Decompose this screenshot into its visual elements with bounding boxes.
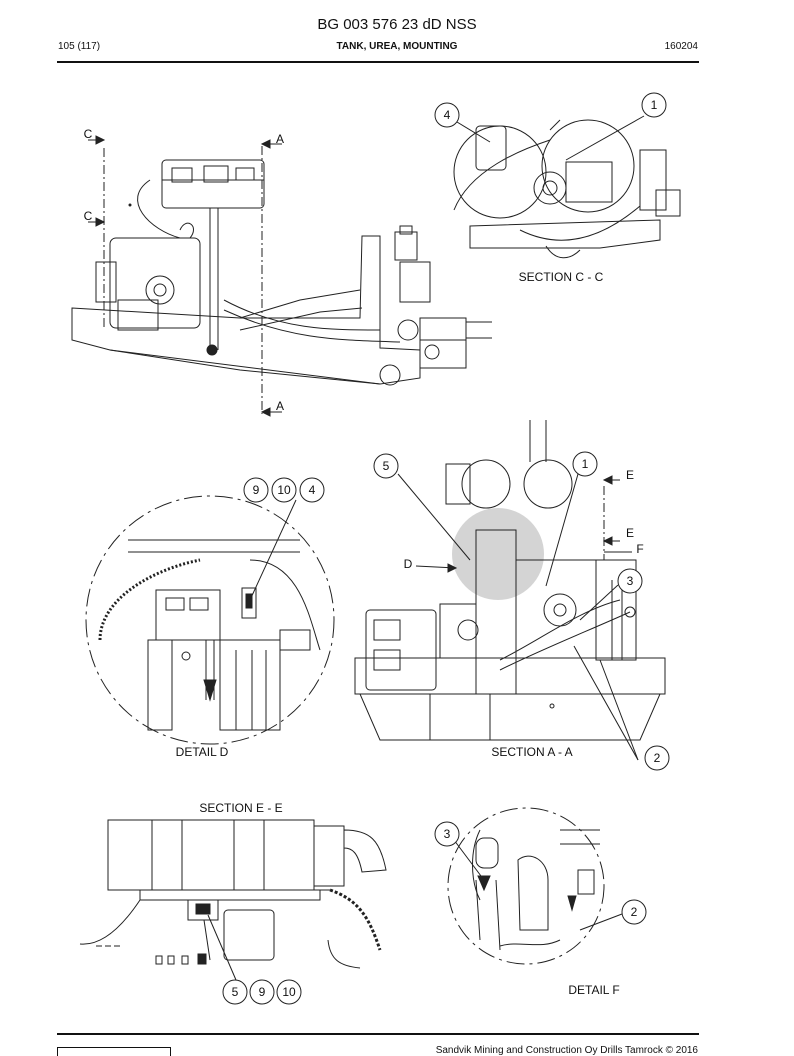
footer-rule	[57, 1033, 699, 1035]
callout-2-section-aa: 2	[654, 751, 661, 765]
label-section-aa: SECTION A - A	[491, 745, 572, 759]
sandvik-logo	[57, 1047, 171, 1056]
callout-1-section-aa: 1	[582, 457, 589, 471]
callout-1-top: 1	[651, 98, 658, 112]
callout-9-section-ee: 9	[259, 985, 266, 999]
callout-leaders	[207, 115, 645, 981]
label-detail-d: DETAIL D	[176, 745, 229, 759]
callout-5-section-ee: 5	[232, 985, 239, 999]
main-side-view	[71, 135, 492, 417]
section-cc-view	[453, 119, 681, 259]
section-markers: C C A A D E E F	[84, 127, 644, 571]
header-rule	[57, 61, 699, 63]
marker-c-upper: C	[84, 127, 93, 141]
callout-3-section-aa: 3	[627, 574, 634, 588]
marker-e-upper: E	[626, 468, 634, 482]
view-labels: SECTION C - C DETAIL D SECTION A - A SEC…	[176, 270, 620, 997]
callout-10-detail-d: 10	[277, 483, 291, 497]
callout-balloons	[222, 92, 670, 1005]
marker-d: D	[404, 557, 413, 571]
marker-e-lower: E	[626, 526, 634, 540]
page-number: 105 (117)	[58, 41, 101, 52]
label-section-ee: SECTION E - E	[199, 801, 282, 815]
section-aa-view	[354, 420, 666, 741]
callout-9-detail-d: 9	[253, 483, 260, 497]
detail-d-view	[85, 495, 335, 745]
marker-a-upper: A	[276, 132, 284, 146]
callout-4-top: 4	[444, 108, 451, 122]
callout-2-detail-f: 2	[631, 905, 638, 919]
marker-f: F	[636, 542, 643, 556]
document-subtitle: TANK, UREA, MOUNTING	[336, 41, 458, 52]
document-title: BG 003 576 23 dD NSS	[317, 16, 477, 33]
callout-5-section-aa: 5	[383, 459, 390, 473]
footer-copyright: Sandvik Mining and Construction Oy Drill…	[435, 1045, 698, 1056]
marker-c-lower: C	[84, 209, 93, 223]
callout-4-detail-d: 4	[309, 483, 316, 497]
callout-numbers: 1 4 9 10 4 5 1 3 2 3 2 5 9 10	[232, 98, 661, 999]
label-section-cc: SECTION C - C	[519, 270, 604, 284]
callout-10-section-ee: 10	[282, 985, 296, 999]
callout-3-detail-f: 3	[444, 827, 451, 841]
section-ee-view	[79, 819, 387, 969]
detail-f-view	[447, 807, 605, 965]
document-date: 160204	[664, 41, 698, 52]
label-detail-f: DETAIL F	[568, 983, 619, 997]
marker-a-lower: A	[276, 399, 284, 413]
